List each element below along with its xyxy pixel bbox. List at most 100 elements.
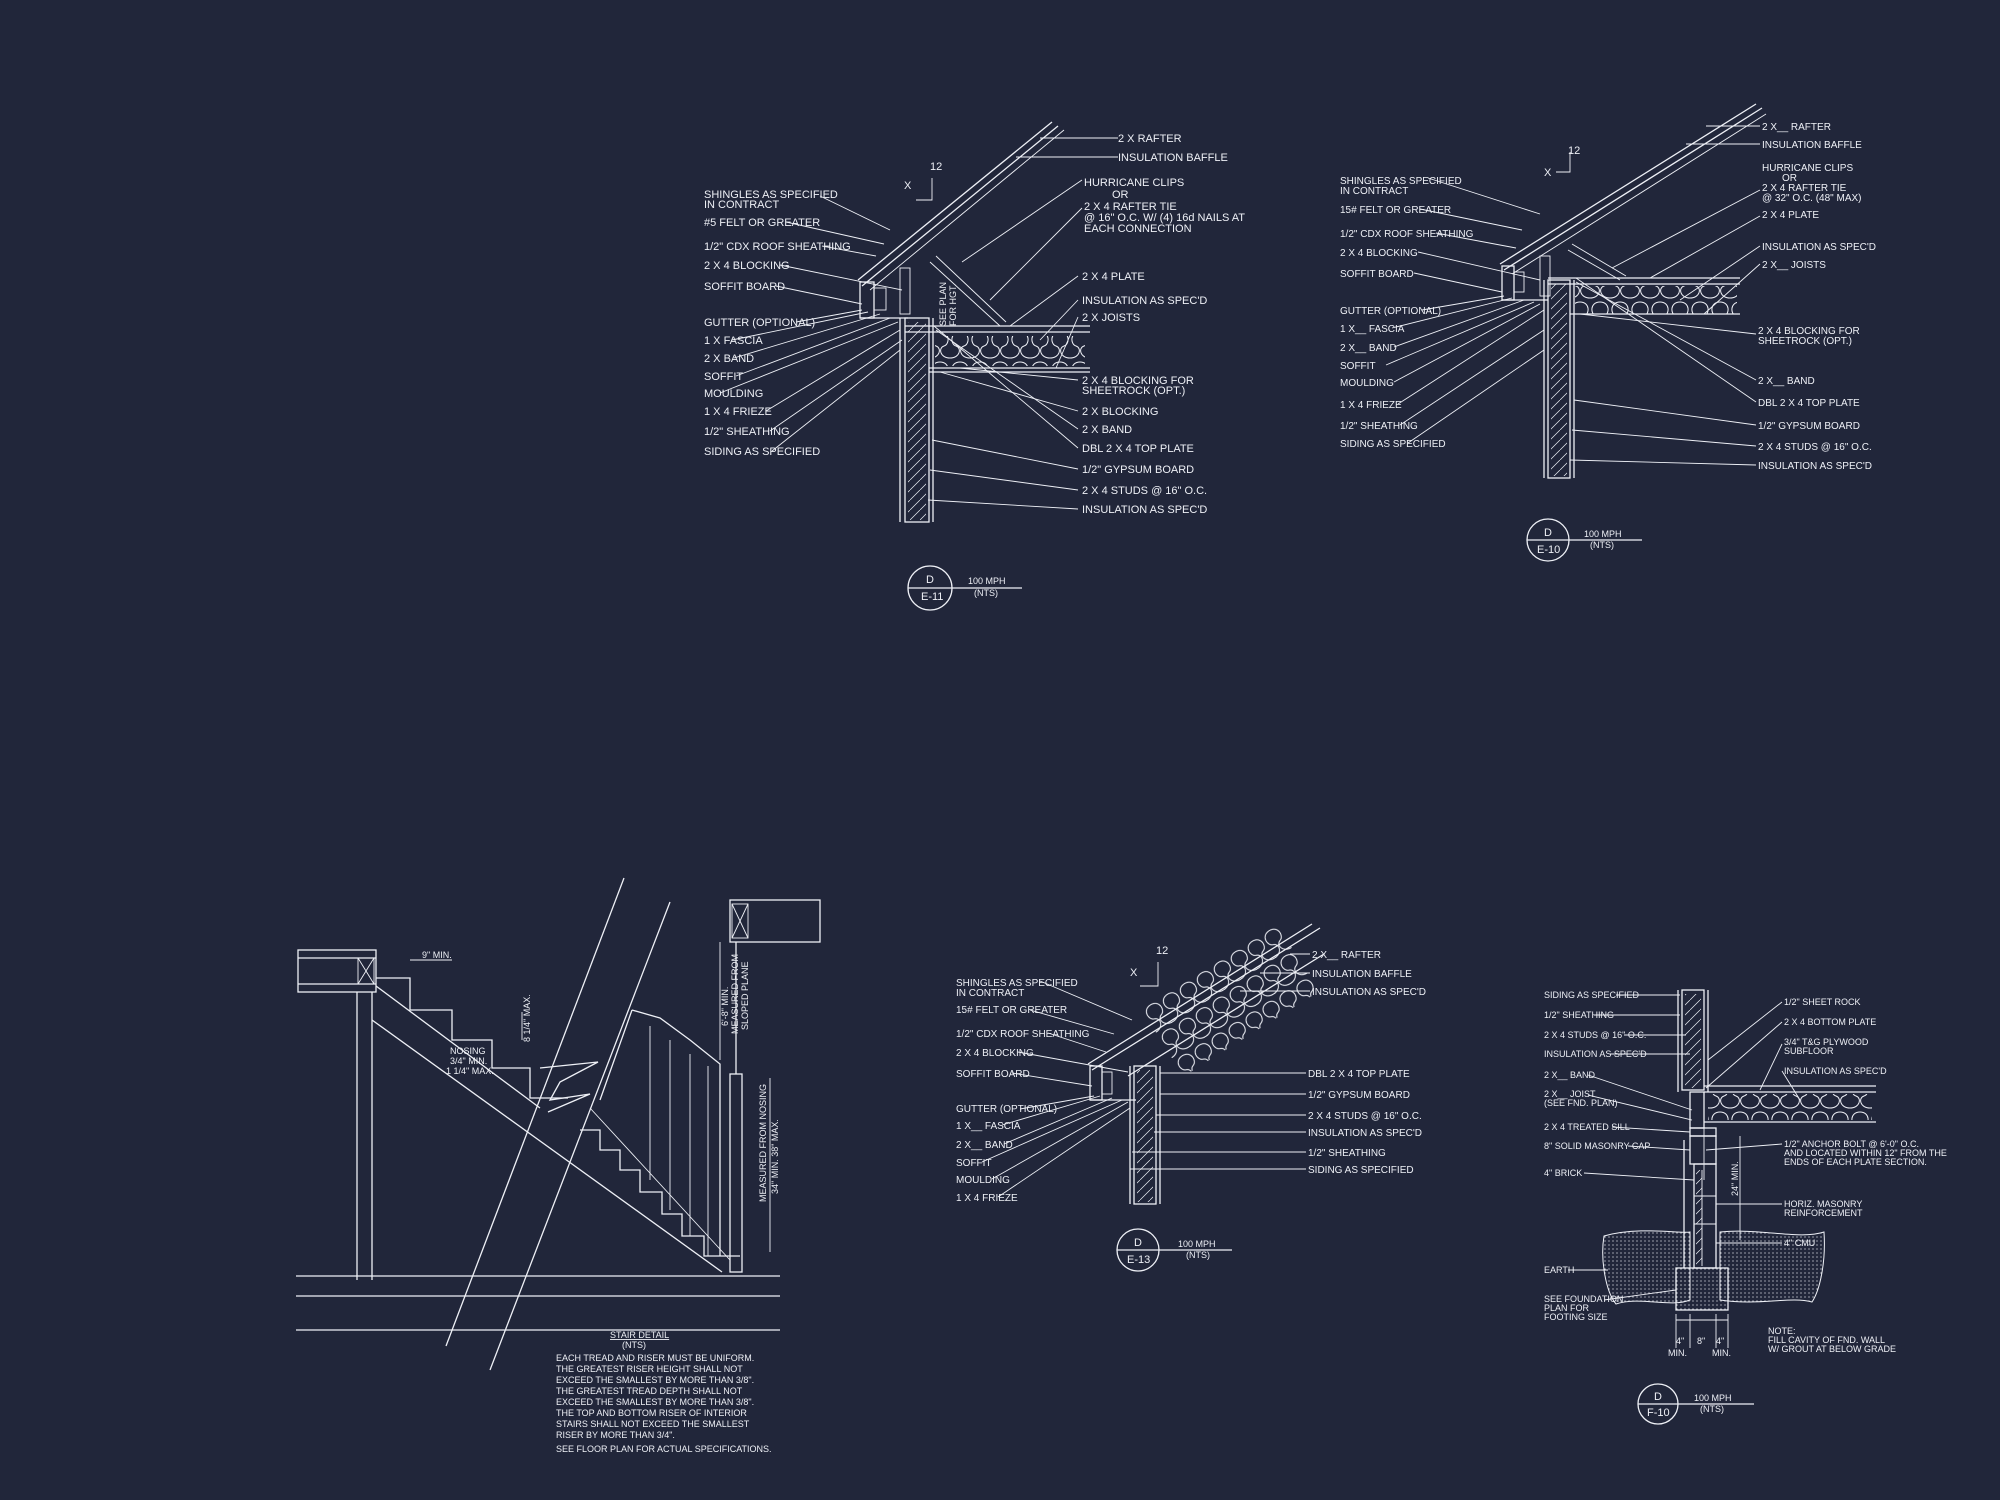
e11-label-studs: 2 X 4 STUDS @ 16" O.C. <box>1082 485 1207 497</box>
f10-label-reinforce: REINFORCEMENT <box>1784 1208 1863 1218</box>
e10-left-labels: SHINGLES AS SPECIFIED IN CONTRACT 15# FE… <box>1340 176 1474 450</box>
f10-label-see-fnd: (SEE FND. PLAN) <box>1544 1098 1618 1108</box>
e11-label-fascia: 1 X FASCIA <box>704 335 763 347</box>
e13-label-moulding: MOULDING <box>956 1175 1010 1186</box>
stair-headroom-2: MEASURED FROM <box>730 954 740 1034</box>
f10-label-studs: 2 X 4 STUDS @ 16" O.C. <box>1544 1030 1646 1040</box>
e13-label-frieze: 1 X 4 FRIEZE <box>956 1193 1018 1204</box>
f10-dim-min-2: MIN. <box>1712 1348 1731 1358</box>
f10-label-anchor-2: AND LOCATED WITHIN 12" FROM THE <box>1784 1148 1947 1158</box>
e10-label-top-plate: DBL 2 X 4 TOP PLATE <box>1758 398 1860 409</box>
e13-wind: 100 MPH <box>1178 1239 1216 1249</box>
e10-label-band: 2 X__ BAND <box>1340 343 1397 354</box>
e10-label-roof-sheathing: 1/2" CDX ROOF SHEATHING <box>1340 229 1474 240</box>
e11-label-blocking: 2 X 4 BLOCKING <box>704 260 790 272</box>
e11-label-blocking-sheetrock: 2 X 4 BLOCKING FOR <box>1082 375 1194 387</box>
f10-label-earth: EARTH <box>1544 1265 1574 1275</box>
f10-tag-top: D <box>1654 1391 1662 1403</box>
e10-label-frieze: 1 X 4 FRIEZE <box>1340 400 1402 411</box>
f10-right-leaders <box>1705 1001 1801 1244</box>
e11-left-leaders <box>719 195 903 452</box>
stair-nosing-2: 3/4" MIN. <box>450 1056 487 1066</box>
e13-right-leaders <box>1130 953 1310 1170</box>
f10-label-horiz: HORIZ. MASONRY <box>1784 1199 1862 1209</box>
stair-note-6: THE TOP AND BOTTOM RISER OF INTERIOR <box>556 1408 747 1418</box>
e11-wind: 100 MPH <box>968 576 1006 586</box>
e13-label-studs: 2 X 4 STUDS @ 16" O.C. <box>1308 1111 1422 1122</box>
e13-label-blocking: 2 X 4 BLOCKING <box>956 1048 1034 1059</box>
f10-detail-tag: D F-10 100 MPH (NTS) <box>1637 1383 1754 1425</box>
f10-label-cmu: 4" CMU <box>1784 1238 1815 1248</box>
e11-label-sheathing: 1/2" SHEATHING <box>704 426 790 438</box>
e11-label-plate: 2 X 4 PLATE <box>1082 271 1145 283</box>
e11-label-insulation: INSULATION AS SPEC'D <box>1082 295 1207 307</box>
e11-label-siding: SIDING AS SPECIFIED <box>704 446 820 458</box>
e13-left-labels: SHINGLES AS SPECIFIED IN CONTRACT 15# FE… <box>956 978 1090 1204</box>
e11-label-soffit-board: SOFFIT BOARD <box>704 281 785 293</box>
e10-label-blocking: 2 X 4 BLOCKING <box>1340 248 1418 259</box>
e13-tag-bottom: E-13 <box>1127 1254 1150 1266</box>
e13-label-siding: SIDING AS SPECIFIED <box>1308 1165 1414 1176</box>
f10-label-anchor: 1/2" ANCHOR BOLT @ 6'-0" O.C. <box>1784 1139 1919 1149</box>
f10-dim-a: 4" <box>1676 1336 1684 1346</box>
e13-label-shingles: SHINGLES AS SPECIFIED <box>956 978 1078 989</box>
e13-label-soffit-board: SOFFIT BOARD <box>956 1069 1030 1080</box>
stair-headroom-1: 6'-8" MIN. <box>720 987 730 1026</box>
e11-label-felt: #5 FELT OR GREATER <box>704 217 820 229</box>
e13-label-fascia: 1 X__ FASCIA <box>956 1121 1021 1132</box>
e11-vert-note-2: FOR HGT. <box>948 284 958 326</box>
e10-label-felt: 15# FELT OR GREATER <box>1340 205 1451 216</box>
e11-label-connection: EACH CONNECTION <box>1084 223 1192 235</box>
e10-label-joists: 2 X__ JOISTS <box>1762 260 1826 271</box>
e11-label-joists: 2 X JOISTS <box>1082 312 1140 324</box>
e11-label-shingles: SHINGLES AS SPECIFIED <box>704 189 838 201</box>
stair-note-4: THE GREATEST TREAD DEPTH SHALL NOT <box>556 1386 743 1396</box>
f10-label-plan-for: PLAN FOR <box>1544 1303 1590 1313</box>
stair-note-7: STAIRS SHALL NOT EXCEED THE SMALLEST <box>556 1419 750 1429</box>
stair-framing <box>296 877 821 1371</box>
e11-right-labels: 2 X RAFTER INSULATION BAFFLE HURRICANE C… <box>1082 133 1245 516</box>
e10-label-hurricane: HURRICANE CLIPS <box>1762 163 1853 174</box>
e11-label-hurricane: HURRICANE CLIPS <box>1084 177 1184 189</box>
stair-nosing-3: 1 1/4" MAX. <box>446 1066 494 1076</box>
e10-label-sheathing: 1/2" SHEATHING <box>1340 421 1418 432</box>
e10-pitch-x: X <box>1544 167 1552 179</box>
f10-label-joist: 2 X__ JOIST <box>1544 1089 1596 1099</box>
e13-left-leaders <box>981 980 1133 1198</box>
e11-scale: (NTS) <box>974 588 998 598</box>
e13-label-gutter: GUTTER (OPTIONAL) <box>956 1104 1057 1115</box>
e10-label-siding: SIDING AS SPECIFIED <box>1340 439 1446 450</box>
f10-label-bottom-plate: 2 X 4 BOTTOM PLATE <box>1784 1017 1876 1027</box>
f10-label-sheathing: 1/2" SHEATHING <box>1544 1010 1614 1020</box>
e13-label-contract: IN CONTRACT <box>956 988 1024 999</box>
e10-label-insulation-2: INSULATION AS SPEC'D <box>1758 461 1872 472</box>
e13-pitch-12: 12 <box>1156 945 1168 957</box>
e11-label-gutter: GUTTER (OPTIONAL) <box>704 317 815 329</box>
e13-tag-top: D <box>1134 1237 1142 1249</box>
e10-label-soffit-board: SOFFIT BOARD <box>1340 269 1414 280</box>
f10-note-3: W/ GROUT AT BELOW GRADE <box>1768 1344 1896 1354</box>
e11-label-roof-sheathing: 1/2" CDX ROOF SHEATHING <box>704 241 851 253</box>
e10-label-soffit: SOFFIT <box>1340 361 1376 372</box>
f10-label-sheetrock: 1/2" SHEET ROCK <box>1784 997 1861 1007</box>
e10-label-shingles: SHINGLES AS SPECIFIED <box>1340 176 1462 187</box>
e13-label-band: 2 X__ BAND <box>956 1140 1013 1151</box>
e11-left-labels: SHINGLES AS SPECIFIED IN CONTRACT #5 FEL… <box>704 189 851 458</box>
stair-dim-tread: 9" MIN. <box>422 950 452 960</box>
e11-label-soffit: SOFFIT <box>704 371 743 383</box>
stair-scale: (NTS) <box>622 1340 646 1350</box>
e11-pitch-12: 12 <box>930 161 942 173</box>
detail-e10: X 12 <box>1340 103 1876 562</box>
e10-label-blocking-sheetrock: 2 X 4 BLOCKING FOR <box>1758 326 1860 337</box>
e11-right-leaders <box>927 137 1118 510</box>
f10-label-plywood: 3/4" T&G PLYWOOD <box>1784 1037 1869 1047</box>
e11-tag-bottom: E-11 <box>921 591 943 603</box>
e11-label-rafter-tie: 2 X 4 RAFTER TIE <box>1084 201 1177 213</box>
e13-framing <box>1087 923 1325 1205</box>
f10-dim-24: 24" MIN. <box>1730 1161 1740 1196</box>
e11-label-moulding: MOULDING <box>704 388 763 400</box>
e10-pitch-12: 12 <box>1568 145 1580 157</box>
f10-label-cap: 8" SOLID MASONRY CAP <box>1544 1141 1650 1151</box>
e13-label-top-plate: DBL 2 X 4 TOP PLATE <box>1308 1069 1410 1080</box>
e10-scale: (NTS) <box>1590 540 1614 550</box>
